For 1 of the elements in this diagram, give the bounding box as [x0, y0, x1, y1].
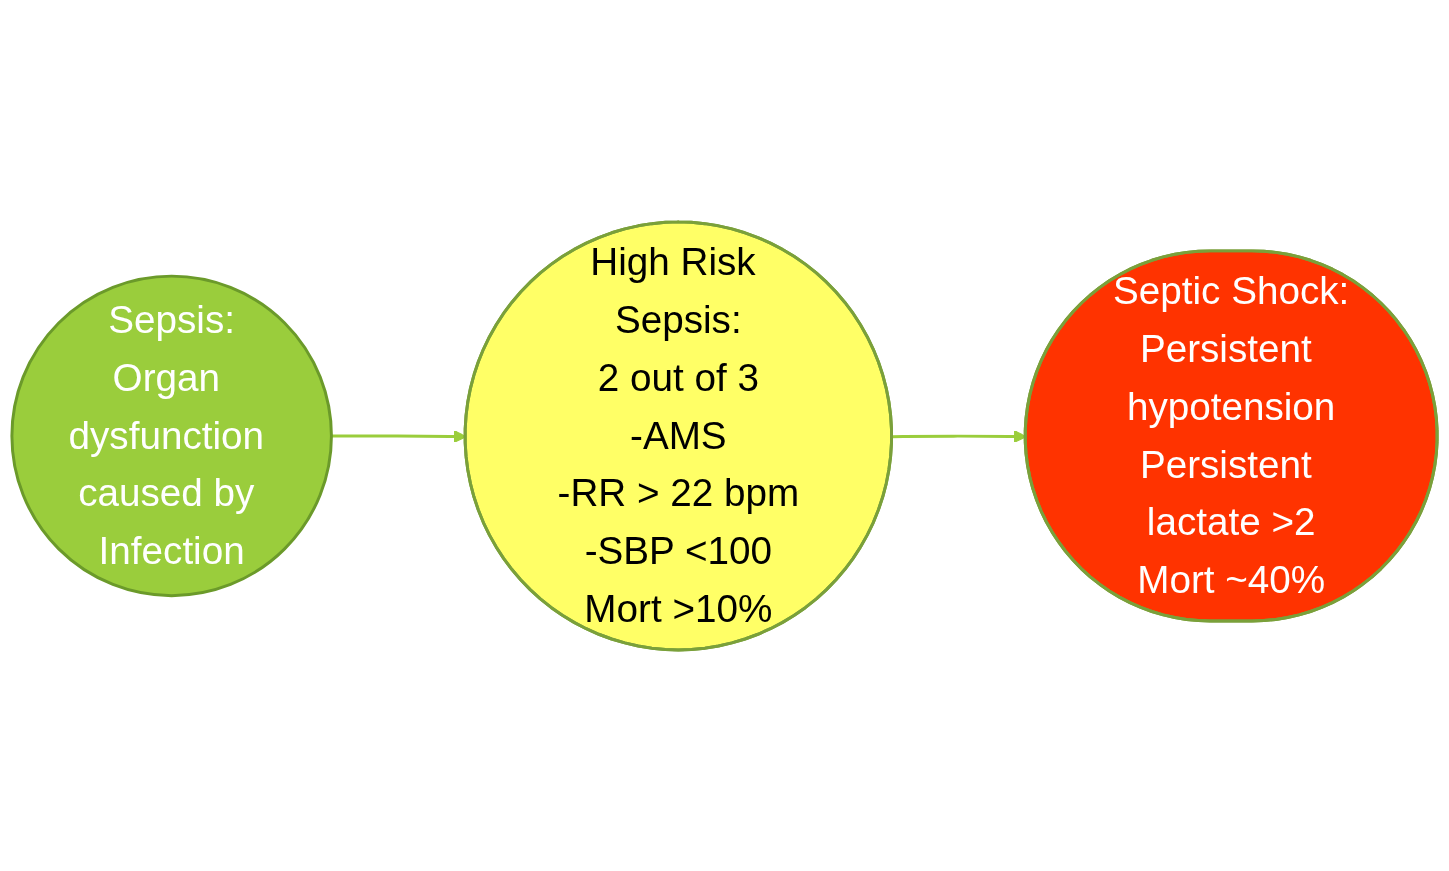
node-circle: Sepsis: Organ dysfunction caused by Infection — [10, 274, 333, 597]
